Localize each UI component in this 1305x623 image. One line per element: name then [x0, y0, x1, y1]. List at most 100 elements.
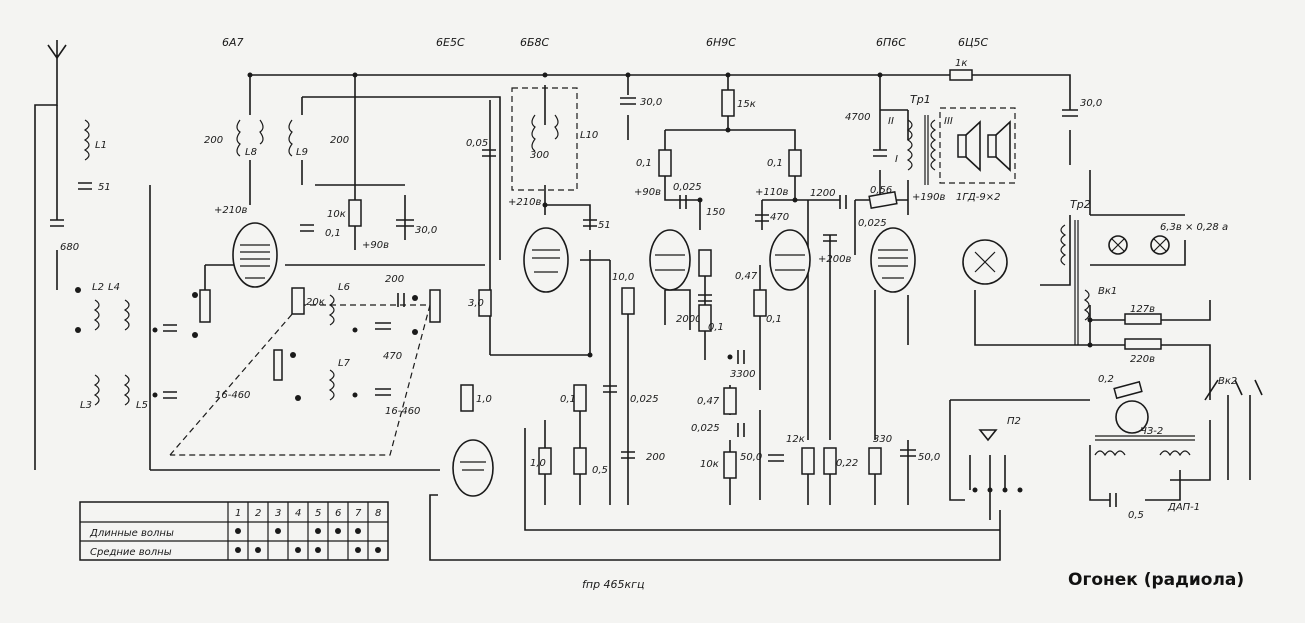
tube-label-6n9s: 6Н9С [706, 36, 736, 49]
fuse-220-icon [1124, 338, 1162, 350]
table-mark [275, 528, 281, 534]
table-header-1: 1 [235, 508, 241, 519]
res-01-b-label: 0,1 [767, 158, 783, 169]
cap-470-a-label: 470 [770, 212, 789, 223]
cap-30-a-label: 30,0 [415, 225, 437, 236]
cap-1200-label: 1200 [810, 188, 835, 199]
voltage-210-b: +210в [508, 197, 541, 208]
cap-0025-d-label: 0,025 [630, 394, 659, 405]
cap-50-a-label: 50,0 [740, 452, 762, 463]
cap-200-sw-label: 200 [385, 274, 404, 285]
cap-680-label: 680 [60, 242, 79, 253]
res-10-b-label: 1,0 [530, 458, 546, 469]
voltage-90-b: +90в [634, 187, 661, 198]
table-header-8: 8 [375, 508, 381, 519]
cap-005-label: 0,05 [466, 138, 488, 149]
cap-30-c-label: 30,0 [1080, 98, 1102, 109]
junctions [75, 72, 1093, 493]
inductor-l4-label: L4 [108, 282, 120, 293]
tube-label-6e5s: 6Е5С [436, 36, 465, 49]
table-header-6: 6 [335, 508, 341, 519]
motor-dap-label: ДАП-1 [1167, 502, 1200, 513]
lamp-icon [1108, 235, 1170, 255]
voltage-110: +110в [755, 187, 788, 198]
switch-vk1-label: Вк1 [1098, 286, 1117, 297]
cap-l9-200-label: 200 [330, 135, 349, 146]
table-header-2: 2 [255, 508, 261, 519]
res-01-d-label: 0,1 [708, 322, 724, 333]
cap-3300-label: 3300 [730, 369, 755, 380]
res-022-label: 0,22 [836, 458, 858, 469]
motor-icon [1115, 400, 1149, 434]
res-30-label: 3,0 [468, 298, 484, 309]
capacitors: 680 51 200 200 0,1 30,0 0,05 300 51 30,0… [50, 97, 1144, 521]
var-cap-2-label: 16-460 [385, 406, 420, 417]
res-01-e-label: 0,1 [766, 314, 782, 325]
jack-p2-label: П2 [1007, 416, 1021, 427]
cap-01-label: 0,1 [325, 228, 341, 239]
res-15k-label: 15к [737, 99, 756, 110]
res-047-b-label: 0,47 [697, 396, 720, 407]
table-mark [295, 547, 301, 553]
transformer-tr1-label: Тр1 [910, 93, 931, 106]
pickup-jack-icon [969, 429, 1006, 520]
inductor-l3-label: L3 [80, 400, 92, 411]
res-1k-label: 1к [955, 58, 967, 69]
table-mark [315, 547, 321, 553]
inductor-l6-label: L6 [338, 282, 350, 293]
table-mark [235, 547, 241, 553]
table-header-7: 7 [355, 508, 362, 519]
cap-0025-b-label: 0,025 [858, 218, 887, 229]
winding-ii-label: II [888, 116, 894, 127]
table-mark [255, 547, 261, 553]
table-mark [335, 528, 341, 534]
res-05-label: 0,5 [592, 465, 608, 476]
res-10k-label: 10к [327, 209, 346, 220]
voltage-200: +200в [818, 254, 851, 265]
res-100-label: 10,0 [612, 272, 634, 283]
tube-label-6p6s: 6П6С [876, 36, 906, 49]
transformer-tr2-label: Тр2 [1070, 198, 1091, 211]
cap-200-b-label: 200 [646, 452, 665, 463]
res-330-label: 330 [873, 434, 892, 445]
table-mark [355, 528, 361, 534]
table-mark [375, 547, 381, 553]
inductor-l10-label: L10 [580, 130, 598, 141]
row-label-long-waves: Длинные волны [89, 528, 174, 539]
inductors: L1 L2 L3 L4 L5 L6 L7 L8 L9 L10 [80, 87, 1195, 457]
cap-470-b-label: 470 [383, 351, 402, 362]
cap-30-b-label: 30,0 [640, 97, 662, 108]
speaker-label: 1ГД-9×2 [956, 192, 1000, 203]
antenna-icon [47, 40, 67, 60]
lamp-label: 6,3в × 0,28 а [1160, 222, 1228, 233]
if-transformer-shield [511, 87, 578, 191]
switch-vk2-icon [1204, 379, 1263, 480]
res-01-c-label: 0,1 [560, 394, 576, 405]
switch-vk2-label: Вк2 [1218, 376, 1237, 387]
res-056-label: 0,56 [870, 185, 892, 196]
res-10-label: 1,0 [476, 394, 492, 405]
var-cap-1-label: 16-460 [215, 390, 250, 401]
cap-51-b-label: 51 [598, 220, 611, 231]
row-label-medium-waves: Средние волны [90, 547, 172, 558]
inductor-l1-label: L1 [95, 140, 107, 151]
table-header-3: 3 [275, 508, 281, 519]
inductor-l7-label: L7 [338, 358, 351, 369]
if-frequency-label: fпр 465кгц [582, 578, 644, 591]
tube-label-6a7: 6А7 [222, 36, 244, 49]
res-01-a-label: 0,1 [636, 158, 652, 169]
res-047-a-label: 0,47 [735, 271, 758, 282]
tube-label-6b8s: 6Б8С [520, 36, 550, 49]
voltage-190: +190в [912, 192, 945, 203]
cap-2000-label: 2000 [676, 314, 701, 325]
table-mark [235, 528, 241, 534]
voltage-210-a: +210в [214, 205, 247, 216]
cap-4700-label: 4700 [845, 112, 870, 123]
inductor-l2-label: L2 [92, 282, 104, 293]
fuse-127-icon [1124, 313, 1162, 325]
inductor-l5-label: L5 [136, 400, 148, 411]
table-header-5: 5 [315, 508, 321, 519]
tubes [232, 222, 1008, 497]
